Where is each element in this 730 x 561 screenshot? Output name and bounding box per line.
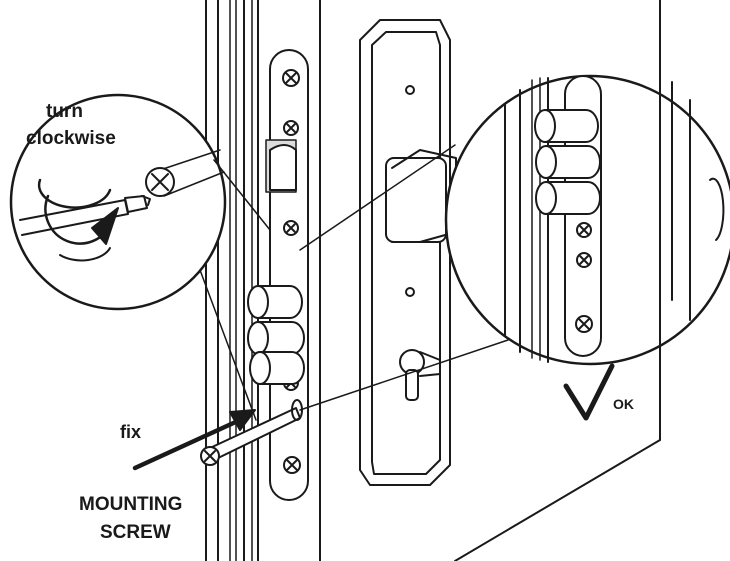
callout-screw-icon [575, 315, 593, 333]
fix-label: fix [120, 422, 142, 442]
turn-label: turn [46, 101, 83, 122]
checkmark-icon [563, 363, 615, 421]
cylinder-keyhole-icon [399, 349, 441, 401]
faceplate-screw-icon [283, 120, 299, 136]
faceplate-screw-icon [283, 220, 299, 236]
faceplate-screw-icon [282, 69, 300, 87]
callout-screw-head-icon [145, 149, 225, 197]
lock-case [359, 19, 457, 486]
callout-bolts [534, 109, 601, 215]
mounting-screw-icon [200, 399, 303, 466]
lock-bolts [247, 285, 305, 385]
screw-label: SCREW [100, 522, 171, 543]
callout-circle-turn-clockwise [9, 93, 271, 421]
callout-screw-icon [576, 222, 592, 238]
faceplate-screw-icon [283, 456, 301, 474]
mounting-label: MOUNTING [79, 494, 183, 515]
ok-label: OK [613, 396, 634, 412]
fix-arrow-icon [132, 409, 256, 471]
lock-faceplate [265, 49, 309, 501]
clockwise-label: clockwise [26, 128, 116, 149]
callout-screw-icon [576, 252, 592, 268]
